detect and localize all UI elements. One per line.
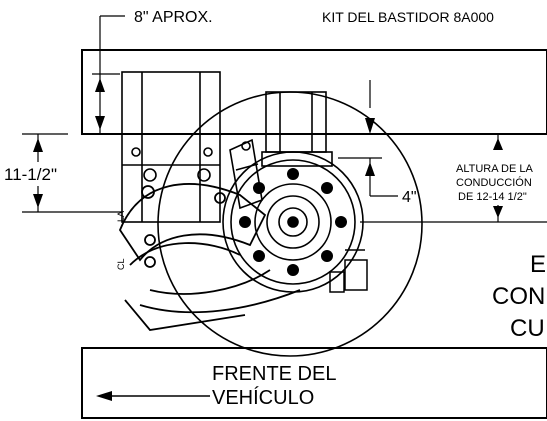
axle-mark-1: LA [116,211,126,222]
ride-height-line-1: ALTURA DE LA [456,163,533,175]
hanger-bracket [121,71,221,223]
dim-4in [338,80,398,197]
wheel-bolts [239,168,347,276]
ride-height-line-3: DE 12-14 1/2" [458,191,527,203]
dim-11-5in [22,133,122,213]
frame-rail [81,49,547,135]
vehicle-front-box [81,347,547,419]
trailing-arm [118,183,301,331]
front-direction-arrow [96,391,210,401]
shock-absorber [229,138,263,210]
ride-height-line-2: CONDUCCIÓN [456,176,532,189]
front-line-1: FRENTE DEL [212,363,336,385]
front-line-2: VEHÍCULO [212,386,314,409]
dim-left-label: 11-1/2" [4,165,57,184]
brake-chamber [329,249,368,293]
dim-8in [92,15,125,134]
side-text-2: CON [492,283,545,310]
side-text-1: E [530,251,546,278]
dim-ride-height [360,133,547,223]
kit-title: KIT DEL BASTIDOR 8A000 [322,9,494,25]
axle-mark-2: CL [116,258,126,270]
dim-top-label: 8" APROX. [134,9,213,26]
side-text-3: CU [510,315,545,342]
dim-right-label: 4" [402,189,417,206]
